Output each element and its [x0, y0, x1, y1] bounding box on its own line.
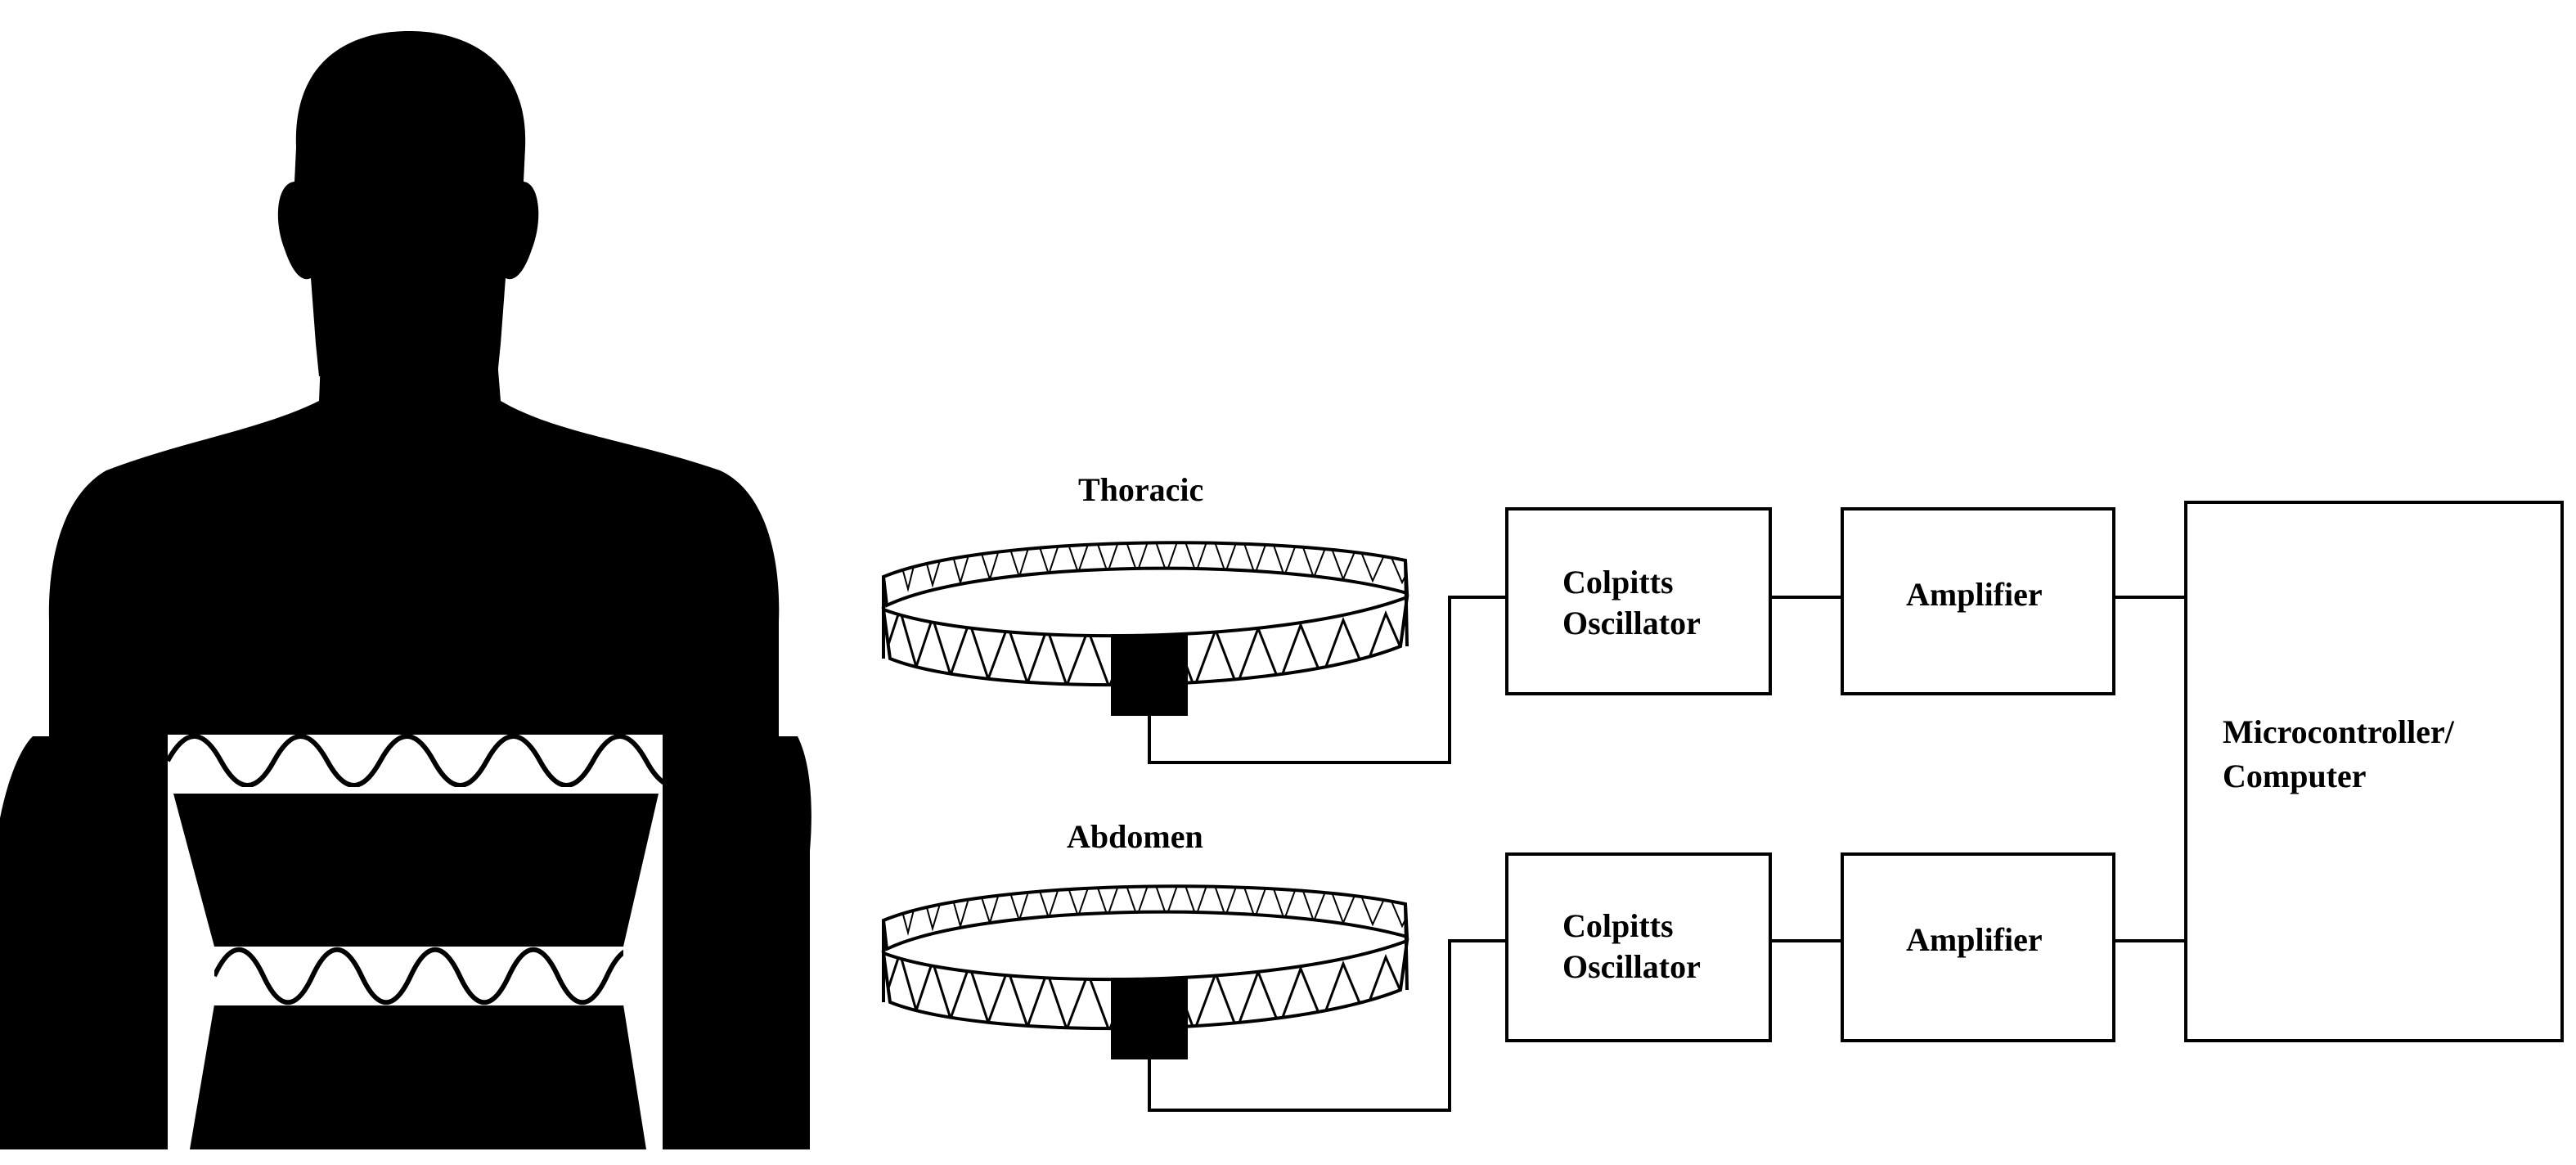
- amplifier-bottom-block: Amplifier: [1841, 852, 2115, 1042]
- thoracic-body-belt: [168, 735, 663, 787]
- amplifier-top-label: Amplifier: [1906, 576, 2043, 613]
- oscillator-bottom-line2: Oscillator: [1562, 948, 1701, 985]
- wire-abdomen-to-oscillator: [1148, 939, 1507, 1112]
- amplifier-top-block: Amplifier: [1841, 507, 2115, 695]
- thoracic-label: Thoracic: [1078, 471, 1203, 508]
- abdomen-label: Abdomen: [1067, 818, 1203, 855]
- microcontroller-computer-block: Microcontroller/ Computer: [2184, 501, 2564, 1042]
- wire-thoracic-to-oscillator: [1148, 596, 1507, 764]
- controller-line1: Microcontroller/: [2223, 713, 2455, 750]
- colpitts-oscillator-bottom-block: Colpitts Oscillator: [1505, 852, 1772, 1042]
- colpitts-oscillator-top-block: Colpitts Oscillator: [1505, 507, 1772, 695]
- human-silhouette-icon: [0, 31, 811, 1149]
- abdomen-sensor-module-icon: [1111, 978, 1188, 1059]
- thoracic-sensor-module-icon: [1111, 634, 1188, 716]
- oscillator-bottom-line1: Colpitts: [1562, 907, 1674, 944]
- controller-line2: Computer: [2223, 758, 2367, 794]
- amplifier-bottom-label: Amplifier: [1906, 921, 2043, 958]
- oscillator-top-line1: Colpitts: [1562, 564, 1674, 600]
- abdomen-body-belt: [214, 947, 623, 1005]
- oscillator-top-line2: Oscillator: [1562, 605, 1701, 641]
